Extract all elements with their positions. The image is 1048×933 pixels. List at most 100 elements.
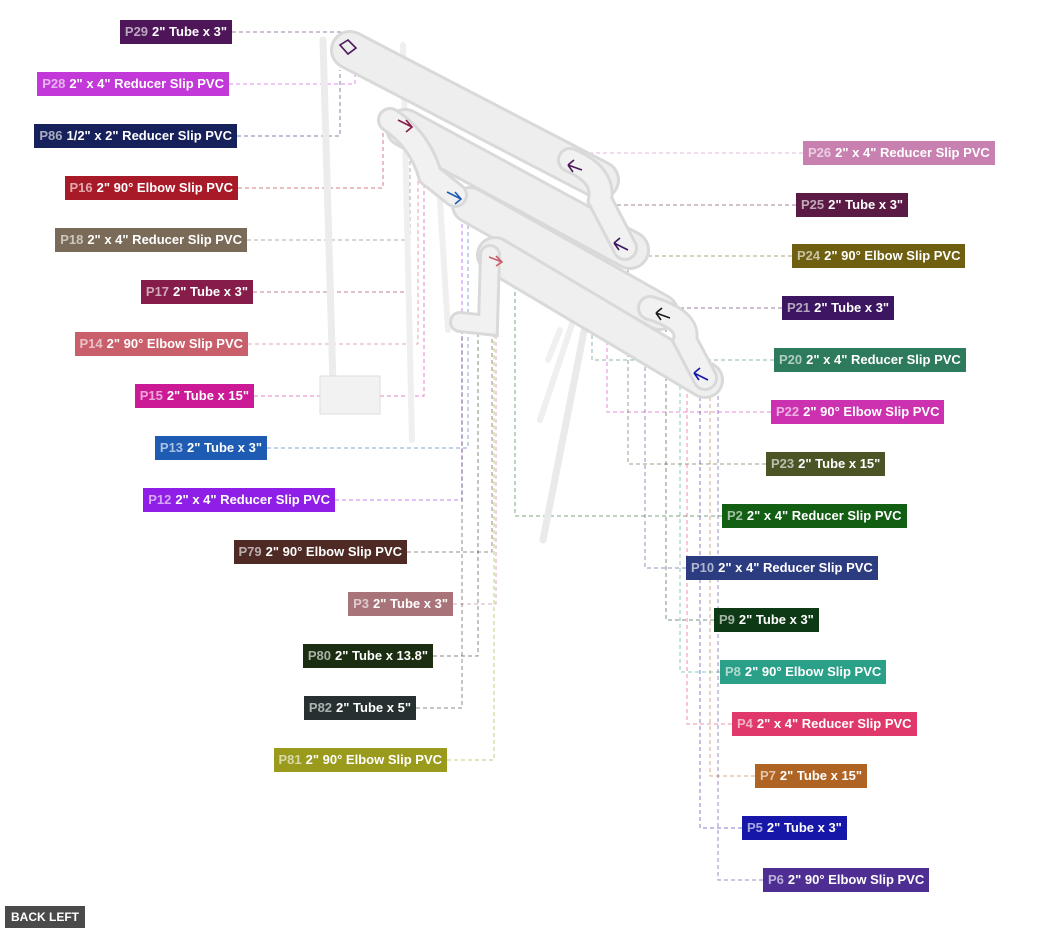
leader-line-p80 — [433, 320, 479, 657]
part-description: 2" Tube x 15" — [779, 768, 863, 783]
leader-line-p6 — [717, 386, 763, 881]
part-id: P4 — [737, 716, 753, 731]
leader-line-p79 — [407, 255, 493, 553]
part-id: P9 — [719, 612, 735, 627]
leader-line-p2 — [514, 285, 722, 517]
part-description: 2" 90° Elbow Slip PVC — [96, 180, 233, 195]
leader-line-p86 — [237, 70, 341, 137]
part-id: P8 — [725, 664, 741, 679]
part-id: P86 — [39, 128, 63, 143]
part-id: P2 — [727, 508, 743, 523]
leader-line-p24 — [632, 254, 792, 257]
part-id: P10 — [691, 560, 715, 575]
part-id: P26 — [808, 145, 832, 160]
leader-line-p4 — [686, 365, 732, 725]
part-description: 2" 90° Elbow Slip PVC — [787, 872, 925, 887]
part-id: P3 — [353, 596, 370, 611]
part-description: 2" x 4" Reducer Slip PVC — [746, 508, 902, 523]
part-description: 2" Tube x 3" — [173, 284, 248, 299]
part-description: 2" x 4" Reducer Slip PVC — [87, 232, 242, 247]
part-description: 2" x 4" Reducer Slip PVC — [806, 352, 961, 367]
part-description: 2" Tube x 3" — [738, 612, 814, 627]
part-description: 2" Tube x 3" — [373, 596, 448, 611]
part-description: 2" Tube x 3" — [828, 197, 904, 212]
leader-line-p13 — [267, 200, 469, 449]
leader-line-p7 — [709, 378, 755, 777]
part-description: 2" 90° Elbow Slip PVC — [305, 752, 442, 767]
part-id: P17 — [145, 284, 170, 299]
part-description: 2" Tube x 3" — [814, 300, 890, 315]
part-description: 2" Tube x 3" — [152, 24, 227, 39]
part-id: P12 — [148, 492, 172, 507]
part-id: P15 — [139, 388, 163, 403]
part-id: P18 — [60, 232, 84, 247]
part-id: P29 — [124, 24, 149, 39]
part-description: 2" 90° Elbow Slip PVC — [744, 664, 882, 679]
leader-line-p81 — [447, 330, 495, 761]
part-description: 2" x 4" Reducer Slip PVC — [835, 145, 990, 160]
part-description: 2" 90° Elbow Slip PVC — [824, 248, 961, 263]
part-id: P5 — [747, 820, 763, 835]
part-id: P82 — [308, 700, 333, 715]
leader-line-p14 — [248, 165, 419, 345]
part-description: 2" 90° Elbow Slip PVC — [803, 404, 940, 419]
leader-line-p5 — [699, 382, 742, 829]
part-description: 2" Tube x 5" — [336, 700, 411, 715]
part-description: 2" Tube x 15" — [798, 456, 881, 471]
part-description: 2" Tube x 15" — [166, 388, 249, 403]
part-id: P16 — [69, 180, 93, 195]
part-description: 2" x 4" Reducer Slip PVC — [69, 76, 224, 91]
part-description: 2" Tube x 3" — [766, 820, 842, 835]
part-id: P79 — [238, 544, 262, 559]
part-id: P25 — [801, 197, 825, 212]
part-id: P21 — [787, 300, 811, 315]
part-id: P14 — [79, 336, 103, 351]
part-description: 2" x 4" Reducer Slip PVC — [175, 492, 330, 507]
part-id: P28 — [42, 76, 66, 91]
leader-line-p22 — [606, 240, 771, 413]
part-description: 1/2" x 2" Reducer Slip PVC — [66, 128, 232, 143]
part-description: 2" 90° Elbow Slip PVC — [265, 544, 402, 559]
part-description: 2" 90° Elbow Slip PVC — [106, 336, 243, 351]
part-id: P7 — [760, 768, 776, 783]
part-description: 2" Tube x 13.8" — [334, 648, 428, 663]
part-description: 2" Tube x 3" — [187, 440, 262, 455]
leader-line-p15 — [254, 180, 425, 397]
part-id: P81 — [278, 752, 302, 767]
leader-line-p9 — [665, 330, 714, 621]
part-id: P6 — [768, 872, 784, 887]
leader-line-p3 — [453, 265, 497, 605]
part-id: P20 — [779, 352, 803, 367]
leader-line-p82 — [416, 325, 463, 709]
view-orientation-button[interactable]: BACK LEFT — [5, 906, 85, 928]
